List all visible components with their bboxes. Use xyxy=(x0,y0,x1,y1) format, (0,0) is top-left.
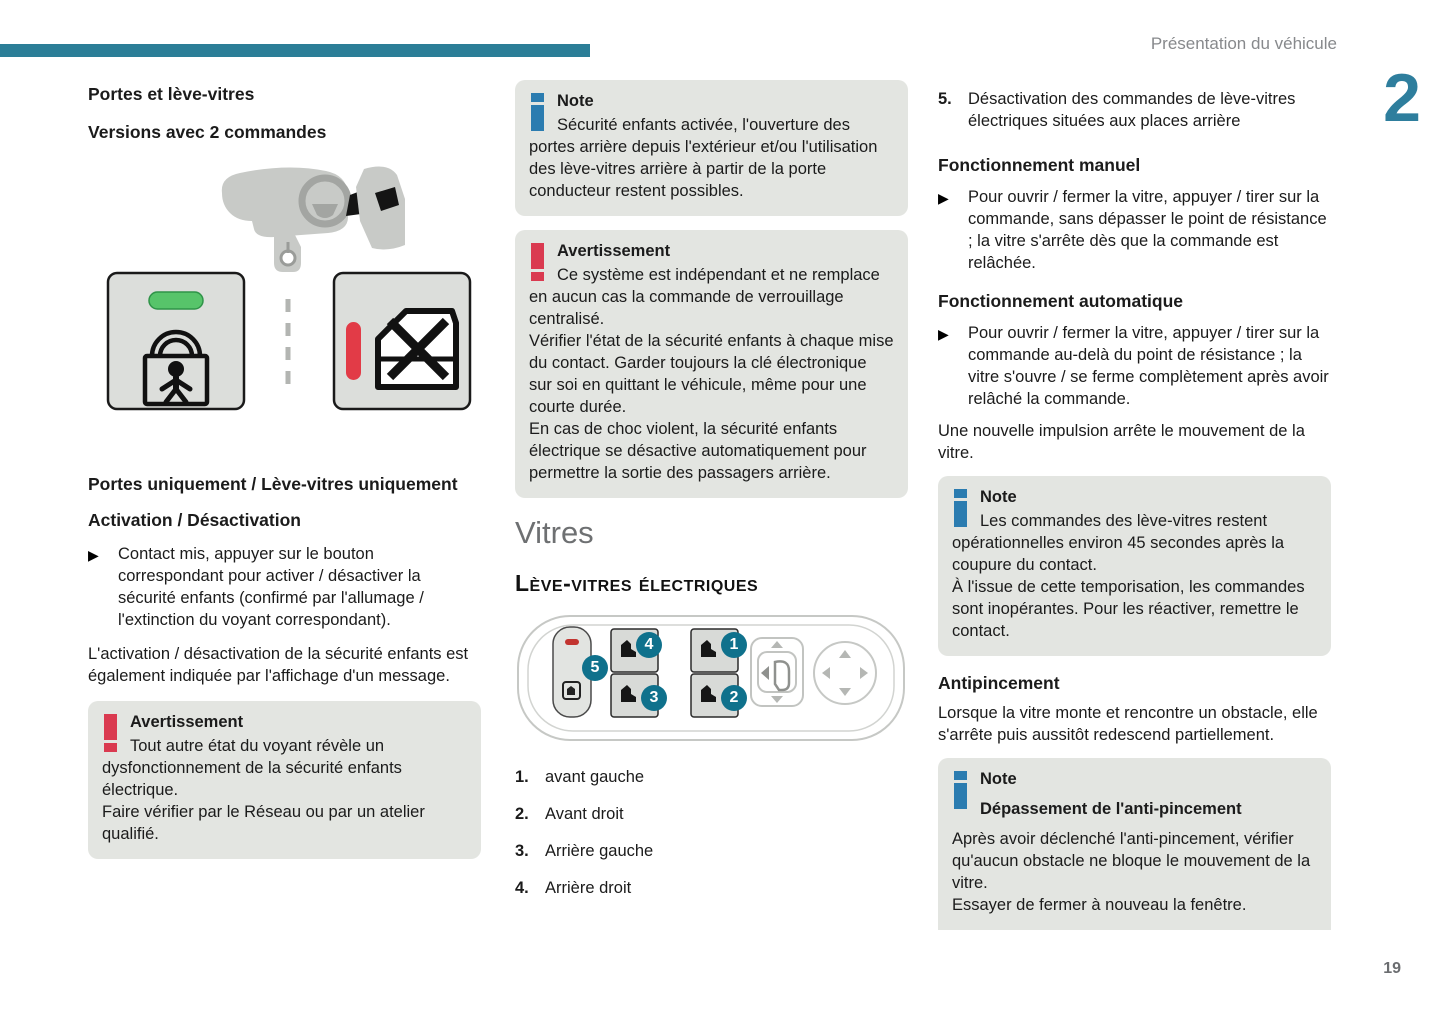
child-lock-button-icon xyxy=(106,271,246,411)
legend-label: Avant droit xyxy=(545,805,624,823)
legend-label: Arrière droit xyxy=(545,879,632,897)
bullet-text: Pour ouvrir / fermer la vitre, appuyer /… xyxy=(968,188,1327,272)
legend-number: 2. xyxy=(515,805,529,823)
accent-bar xyxy=(0,44,590,57)
right-column: 5. Désactivation des commandes de lève-v… xyxy=(938,75,1331,930)
note-body: Les commandes des lève-vitres restent op… xyxy=(952,512,1305,640)
steering-wheel-icon xyxy=(298,174,352,228)
bullet-item: ▶ Contact mis, appuyer sur le bouton cor… xyxy=(88,543,481,631)
note-title: Note xyxy=(980,770,1017,788)
legend-number: 3. xyxy=(515,842,529,860)
warning-body: Ce système est indépendant et ne remplac… xyxy=(529,266,894,482)
diagram-badge-4: 4 xyxy=(636,632,662,658)
heading-portes-uniquement: Portes uniquement / Lève-vitres uniqueme… xyxy=(88,474,458,494)
window-disable-button-icon xyxy=(332,271,472,411)
bullet-text: Contact mis, appuyer sur le bouton corre… xyxy=(118,545,424,629)
bullet-item: ▶ Pour ouvrir / fermer la vitre, appuyer… xyxy=(938,186,1331,274)
legend-item: 2. Avant droit xyxy=(515,803,908,825)
window-controls-diagram: 5 4 3 1 2 xyxy=(515,610,908,746)
note-body: Sécurité enfants activée, l'ouverture de… xyxy=(529,116,878,200)
child-lock-illustration xyxy=(88,159,481,451)
info-icon xyxy=(954,771,967,809)
note-subtitle: Dépassement de l'anti-pincement xyxy=(980,800,1242,818)
legend-number: 4. xyxy=(515,879,529,897)
heading-portes-leve-vitres: Portes et lève-vitres xyxy=(88,84,255,104)
warning-title: Avertissement xyxy=(557,242,671,260)
diagram-legend: 1. avant gauche 2. Avant droit 3. Arrièr… xyxy=(515,766,908,899)
warning-box: Avertissement Tout autre état du voyant … xyxy=(88,701,481,859)
subsection-title-leve-vitres: Lève-vitres électriques xyxy=(515,570,759,596)
arrow-bullet-icon: ▶ xyxy=(938,326,949,342)
page-header-title: Présentation du véhicule xyxy=(1150,34,1337,53)
warning-body: Tout autre état du voyant révèle un dysf… xyxy=(102,737,425,843)
legend-label: Désactivation des commandes de lève-vitr… xyxy=(968,90,1296,130)
legend-label: Arrière gauche xyxy=(545,842,654,860)
legend-label: avant gauche xyxy=(545,768,645,786)
note-box: Note Les commandes des lève-vitres reste… xyxy=(938,476,1331,656)
arrow-bullet-icon: ▶ xyxy=(88,547,99,563)
middle-column: Note Sécurité enfants activée, l'ouvertu… xyxy=(515,75,908,899)
child-lock-illustration-svg xyxy=(106,166,472,411)
note-title: Note xyxy=(980,488,1017,506)
green-indicator-icon xyxy=(148,291,204,310)
note-body: Après avoir déclenché l'anti-pincement, … xyxy=(952,830,1311,914)
heading-versions-2-commandes: Versions avec 2 commandes xyxy=(88,122,327,142)
heading-fonctionnement-automatique: Fonctionnement automatique xyxy=(938,291,1183,311)
legend-item: 4. Arrière droit xyxy=(515,877,908,899)
door-panel-svg xyxy=(517,615,905,741)
diagram-badge-3: 3 xyxy=(641,685,667,711)
rear-controls-deactivation-button-icon xyxy=(552,626,592,718)
info-icon xyxy=(531,93,544,131)
bullet-text: Pour ouvrir / fermer la vitre, appuyer /… xyxy=(968,324,1329,408)
paragraph-impulsion: Une nouvelle impulsion arrête le mouveme… xyxy=(938,422,1305,462)
heading-activation: Activation / Désactivation xyxy=(88,510,301,530)
left-column: Portes et lève-vitres Versions avec 2 co… xyxy=(88,75,481,859)
legend-item-5: 5. Désactivation des commandes de lève-v… xyxy=(938,88,1331,132)
info-icon xyxy=(954,489,967,527)
heading-antipincement: Antipincement xyxy=(938,673,1060,693)
mirror-selector-icon xyxy=(750,637,804,707)
diagram-badge-2: 2 xyxy=(721,685,747,711)
note-box: Note Sécurité enfants activée, l'ouvertu… xyxy=(515,80,908,216)
warning-box: Avertissement Ce système est indépendant… xyxy=(515,230,908,498)
mirror-adjustment-pad-icon xyxy=(813,641,877,705)
legend-item: 1. avant gauche xyxy=(515,766,908,788)
warning-icon xyxy=(531,243,544,281)
paragraph-activation-message: L'activation / désactivation de la sécur… xyxy=(88,645,469,685)
red-indicator-icon xyxy=(346,322,361,380)
chapter-number: 2 xyxy=(1383,60,1421,136)
legend-number: 5. xyxy=(938,90,952,108)
page-number: 19 xyxy=(1383,960,1401,977)
arrow-bullet-icon: ▶ xyxy=(938,190,949,206)
paragraph-antipincement: Lorsque la vitre monte et rencontre un o… xyxy=(938,704,1318,744)
diagram-badge-5: 5 xyxy=(582,655,608,681)
heading-fonctionnement-manuel: Fonctionnement manuel xyxy=(938,155,1141,175)
legend-item: 3. Arrière gauche xyxy=(515,840,908,862)
note-box-anti-pincement: Note Dépassement de l'anti-pincement Apr… xyxy=(938,758,1331,930)
warning-title: Avertissement xyxy=(130,713,244,731)
section-title-vitres: Vitres xyxy=(515,515,594,550)
bullet-item: ▶ Pour ouvrir / fermer la vitre, appuyer… xyxy=(938,322,1331,410)
note-title: Note xyxy=(557,92,594,110)
diagram-badge-1: 1 xyxy=(721,632,747,658)
legend-number: 1. xyxy=(515,768,529,786)
car-dashboard-icon xyxy=(221,166,405,272)
warning-icon xyxy=(104,714,117,752)
